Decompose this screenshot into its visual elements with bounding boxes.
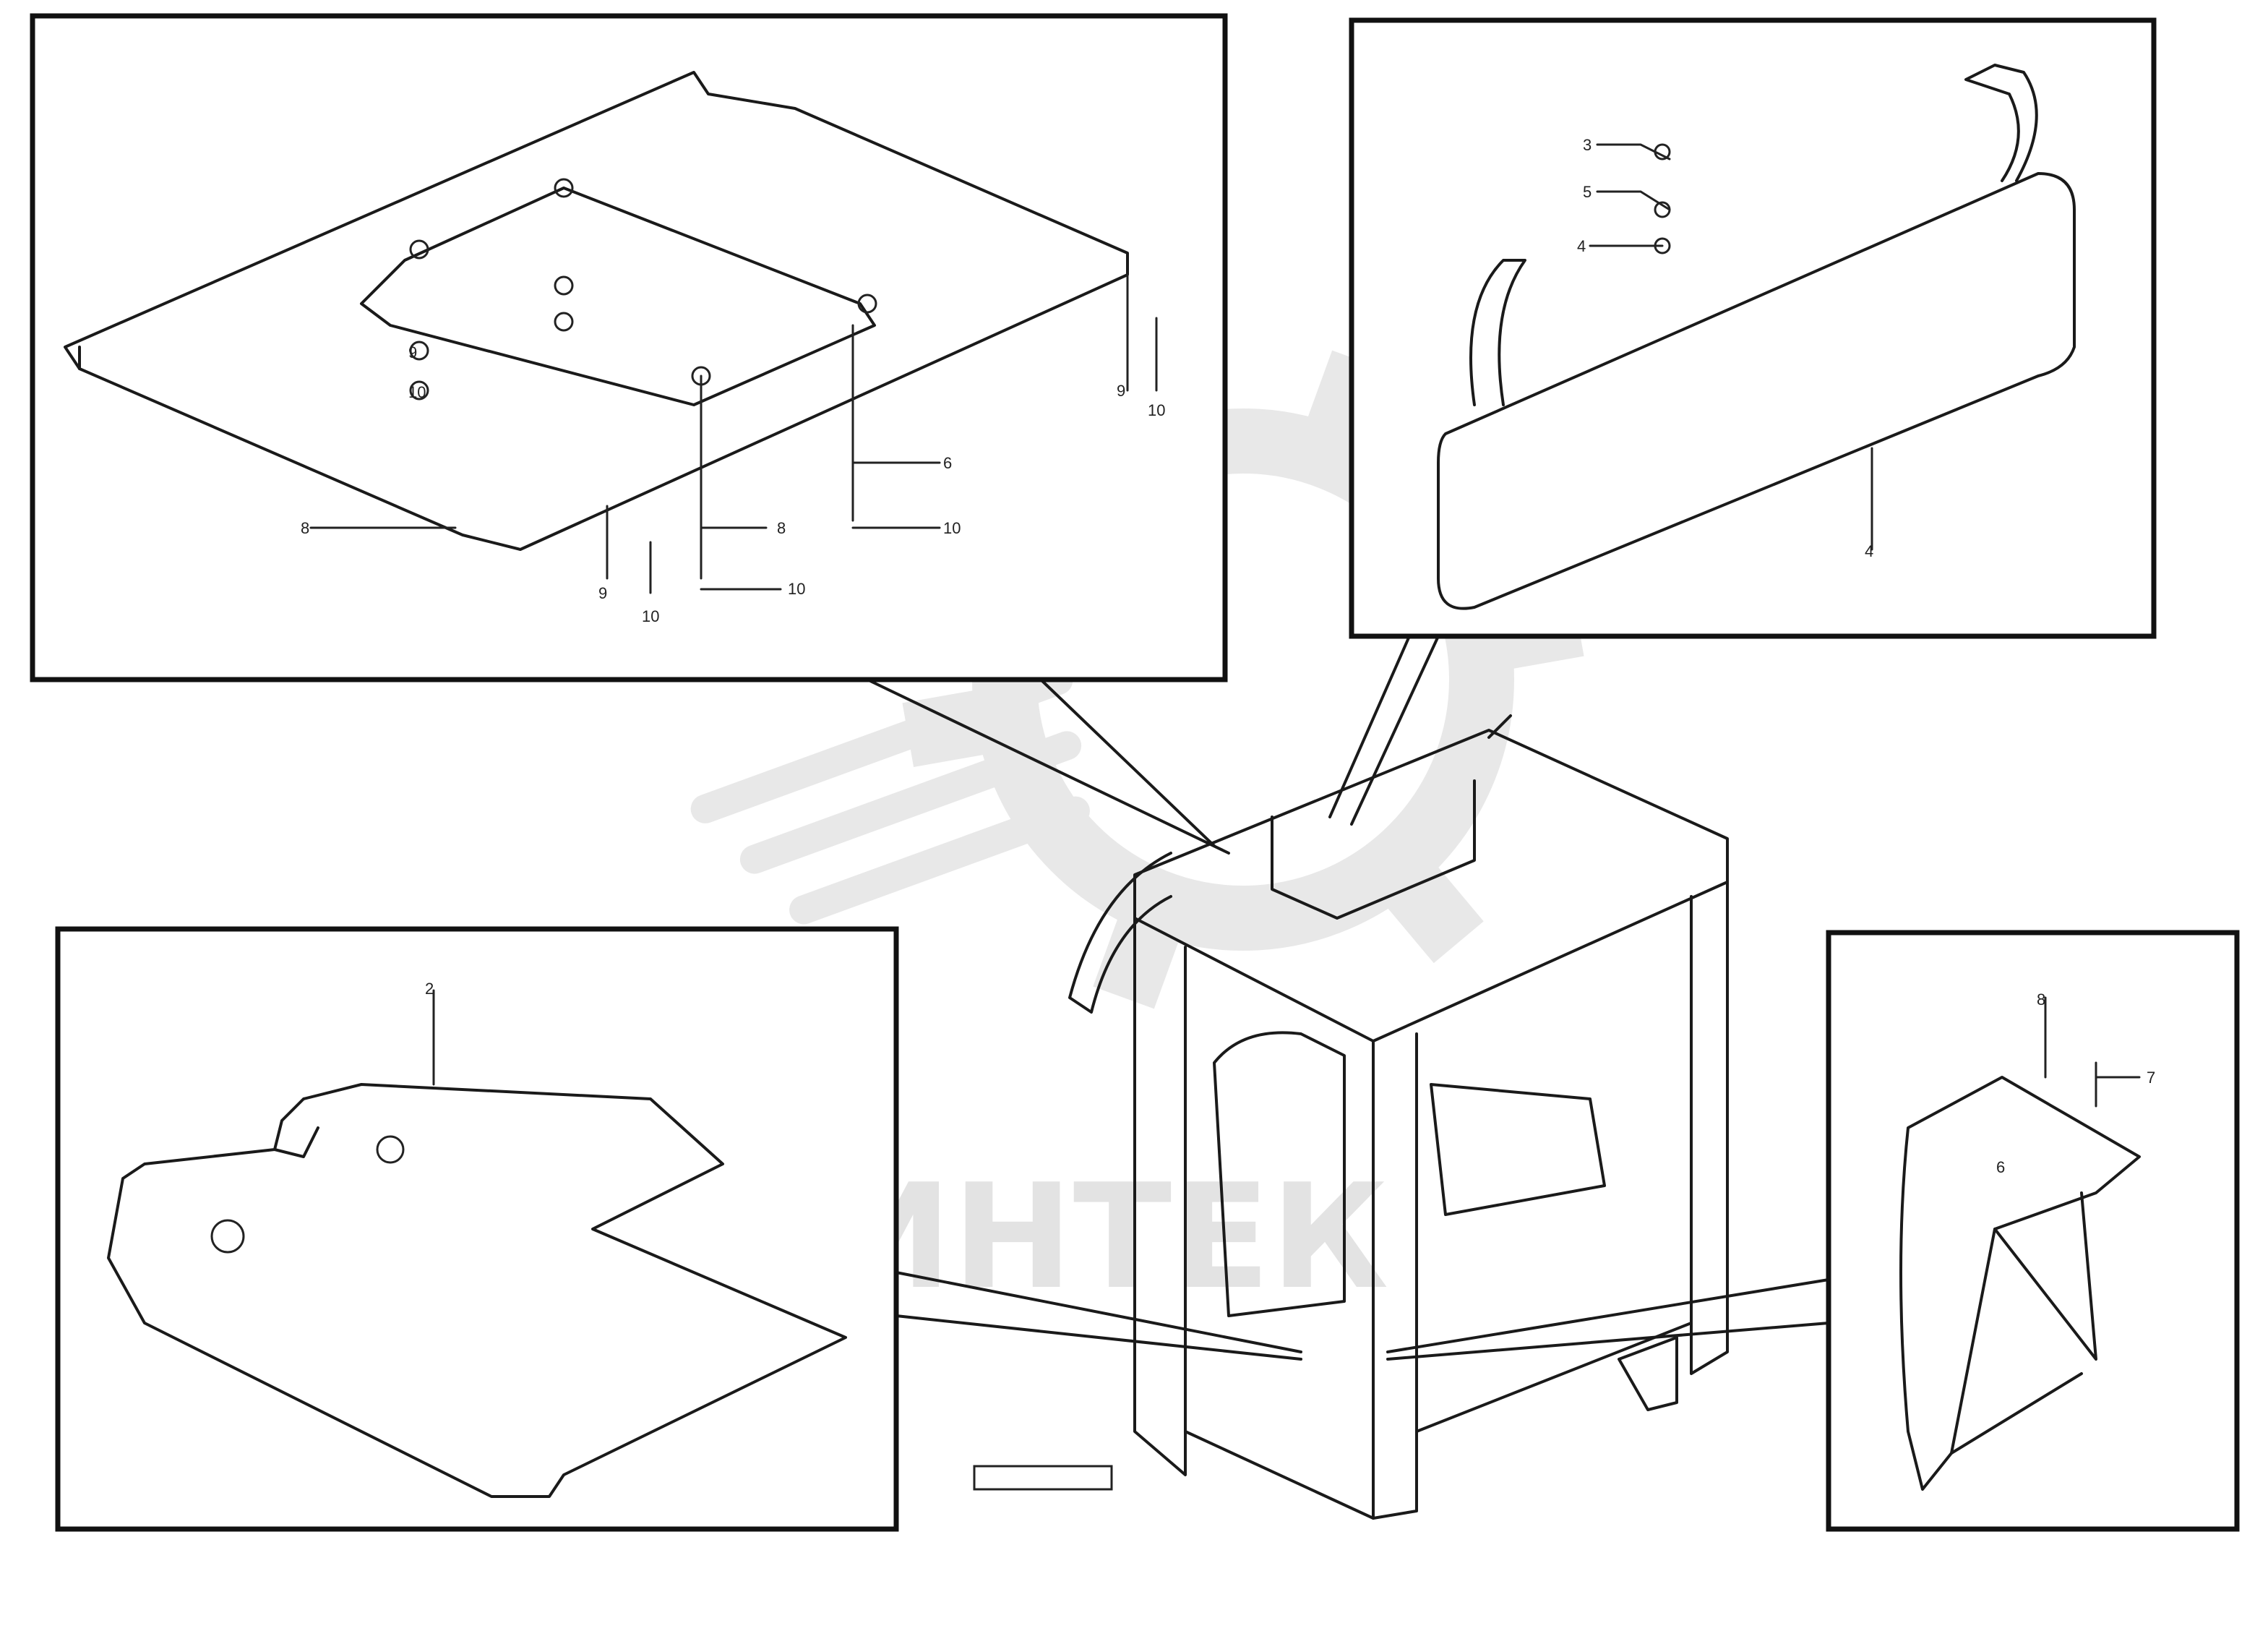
detail-panel-roof: 8 9 10 9 10 8 10 6 10 9 10 (30, 13, 1228, 682)
callout-label: 9 (598, 584, 607, 602)
callout-label: 8 (2037, 990, 2045, 1009)
callout-label: 10 (788, 580, 805, 598)
callout-label: 4 (1865, 542, 1873, 560)
leader-lines (866, 635, 1830, 1361)
callout-label: 5 (1583, 183, 1592, 201)
callout-label: 10 (408, 383, 426, 401)
watermark-text: ИНТЕК (831, 1153, 1388, 1322)
detail-panel-mat: 2 (55, 926, 899, 1532)
gear-watermark-icon (690, 350, 1584, 1009)
callout-label: 10 (1148, 401, 1165, 419)
callout-label: 6 (1996, 1158, 2005, 1176)
callout-label: 9 (1117, 382, 1125, 400)
drawing-code (973, 1465, 1113, 1491)
detail-panel-visor: 3 5 4 4 (1349, 17, 2157, 639)
watermark: ИНТЕК (690, 350, 1584, 1322)
callout-label: 9 (408, 343, 417, 361)
cab-assembly (1068, 714, 1729, 1520)
callout-label: 8 (777, 519, 786, 537)
callout-label: 4 (1577, 237, 1586, 255)
callout-label: 3 (1583, 136, 1592, 154)
callout-label: 7 (2147, 1069, 2155, 1087)
detail-panel-box: 8 7 6 (1826, 930, 2240, 1532)
callout-label: 2 (425, 980, 434, 998)
callout-label: 6 (943, 454, 952, 472)
callout-label: 10 (943, 519, 961, 537)
callout-label: 8 (301, 519, 309, 537)
callout-label: 10 (642, 607, 659, 625)
